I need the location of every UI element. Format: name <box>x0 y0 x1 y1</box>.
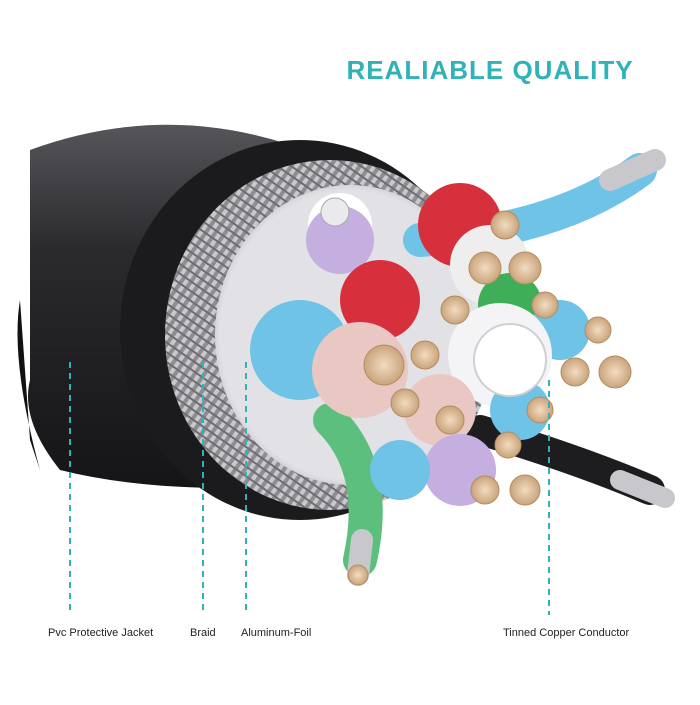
label-pvc-jacket: Pvc Protective Jacket <box>48 627 154 639</box>
label-aluminum-foil: Aluminum-Foil <box>241 627 312 639</box>
callout-leaders <box>69 362 550 615</box>
inner-wires <box>250 149 675 586</box>
label-braid: Braid <box>190 627 216 639</box>
label-tinned-copper-conductor: Tinned Copper Conductor <box>503 627 630 639</box>
headline: REALIABLE QUALITY <box>346 55 634 85</box>
